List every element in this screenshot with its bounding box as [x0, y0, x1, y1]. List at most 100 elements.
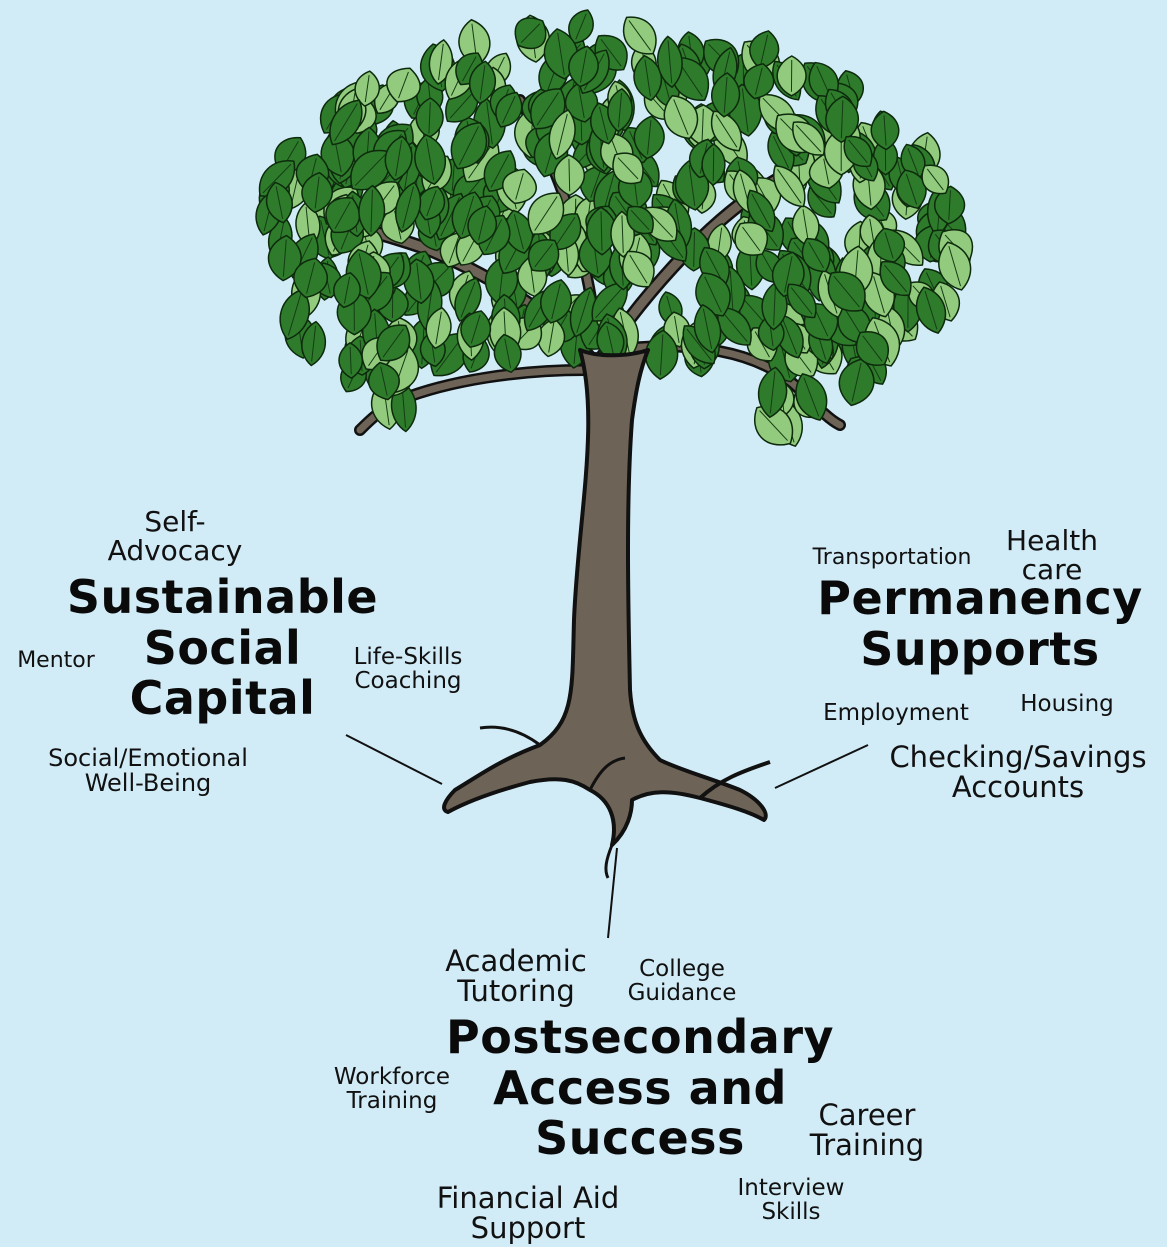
leaf-vein	[426, 190, 437, 217]
leaf-vein	[715, 114, 738, 148]
leaf-vein	[617, 157, 639, 180]
leaf-vein	[905, 173, 918, 205]
label-line: Academic	[445, 944, 587, 978]
label-transportation: Transportation	[812, 545, 972, 570]
leaf-vein	[568, 158, 571, 192]
leaf-canopy	[255, 9, 974, 448]
leaf-vein	[275, 186, 284, 219]
leaf-vein	[590, 169, 602, 198]
leaf-vein	[349, 346, 352, 375]
leaf-vein	[705, 250, 724, 283]
leaf-vein	[580, 50, 587, 83]
leaf-vein	[688, 164, 696, 207]
heading-sustainable-social-capital: Sustainable Social Capital	[50, 572, 395, 724]
label-line: College	[639, 956, 725, 982]
leaf-vein	[704, 276, 722, 313]
leaf-vein	[438, 43, 444, 81]
leaf-vein	[470, 314, 481, 344]
leaf-vein	[884, 232, 894, 259]
leaf-vein	[667, 40, 673, 84]
leaf-vein	[862, 335, 883, 362]
leaf-vein	[784, 256, 793, 293]
leaf-vein	[380, 366, 388, 396]
leaf-vein	[551, 283, 561, 320]
leaf-vein	[364, 75, 370, 103]
leaf-vein	[461, 195, 475, 235]
leaf-vein	[606, 325, 615, 357]
leaf-vein	[502, 95, 516, 124]
leaf-vein	[659, 334, 664, 376]
leaf-vein	[729, 270, 734, 314]
label-social-emotional-well-being: Social/Emotional Well-Being	[30, 746, 266, 796]
leaf-vein	[311, 325, 317, 362]
leaf-vein	[600, 211, 603, 251]
leaf-vein	[644, 59, 651, 97]
leaf-vein	[534, 196, 558, 231]
leaf-vein	[536, 92, 559, 126]
leaf-vein	[823, 158, 830, 185]
leaf-vein	[754, 331, 770, 358]
heading-permanency-supports: Permanency Supports	[798, 573, 1162, 674]
leaf-vein	[358, 253, 369, 295]
leaf-vein	[395, 140, 403, 177]
leaf-vein	[449, 91, 474, 119]
leaf-vein	[772, 135, 790, 169]
label-health-care: Health care	[996, 526, 1108, 584]
label-line: Accounts	[951, 770, 1085, 805]
label-line: Checking/Savings	[889, 740, 1147, 774]
leaf-vein	[803, 377, 820, 417]
leaf-vein	[781, 318, 798, 355]
label-line: Financial Aid	[436, 1181, 620, 1215]
label-line: Self-	[144, 505, 206, 538]
leaf-vein	[490, 154, 510, 188]
heading-line: Access and	[493, 1060, 787, 1115]
leaf-vein	[808, 241, 825, 269]
heading-line: Success	[535, 1111, 745, 1166]
leaf-vein	[402, 186, 414, 229]
label-line: Coaching	[354, 667, 462, 694]
leaf-vein	[742, 226, 761, 252]
label-line: Life-Skills	[353, 644, 463, 670]
leaf-vein	[334, 103, 358, 142]
heading-line: Sustainable	[66, 570, 379, 624]
leaf-vein	[802, 209, 809, 243]
leaf-vein	[948, 190, 951, 220]
label-interview-skills: Interview Skills	[726, 1176, 856, 1225]
leaf-vein	[924, 290, 938, 330]
label-line: Health	[1006, 524, 1098, 557]
leaf-vein	[760, 34, 769, 65]
label-college-guidance: College Guidance	[612, 956, 752, 1006]
leaf-vein	[926, 168, 944, 191]
leaf-vein	[479, 65, 486, 100]
leaf-vein	[600, 38, 622, 67]
leaf-vein	[435, 311, 442, 345]
leaf-vein	[701, 108, 704, 142]
leaf-vein	[646, 120, 652, 155]
leaf-vein	[448, 236, 460, 264]
leaf-vein	[425, 138, 435, 181]
leaf-vein	[334, 201, 351, 229]
leaf-vein	[314, 176, 320, 209]
leaf-vein	[555, 216, 576, 247]
label-workforce-training: Workforce Training	[322, 1065, 462, 1114]
leaf-vein	[486, 101, 493, 145]
leaf-vein	[382, 328, 404, 358]
label-academic-tutoring: Academic Tutoring	[426, 946, 606, 1006]
leaf-vein	[884, 264, 908, 293]
leaf-vein	[370, 189, 373, 232]
leaf-vein	[557, 32, 565, 76]
pointer-line-postsecondary	[607, 847, 618, 939]
leaf-vein	[673, 99, 689, 135]
leaf-vein	[751, 193, 771, 229]
heading-line: Capital	[129, 671, 316, 726]
leaf-vein	[940, 285, 951, 318]
pointer-line-permanency	[774, 744, 869, 789]
leaf-vein	[840, 100, 844, 139]
leaf-vein	[478, 209, 487, 241]
label-financial-aid-support: Financial Aid Support	[420, 1183, 636, 1243]
label-life-skills-coaching: Life-Skills Coaching	[338, 644, 478, 694]
label-line: Guidance	[627, 979, 737, 1006]
leaf-vein	[534, 243, 553, 268]
leaf-vein	[754, 67, 763, 95]
